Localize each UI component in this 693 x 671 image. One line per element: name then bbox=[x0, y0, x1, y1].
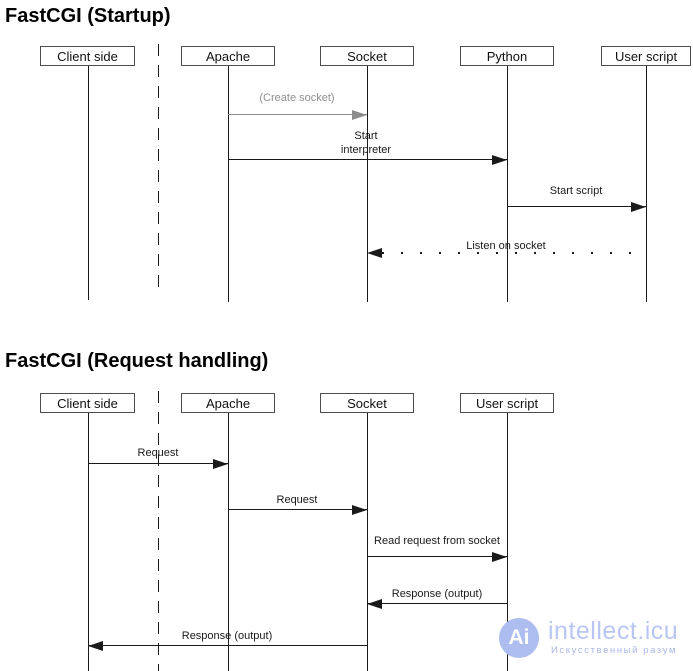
startup-participant-socket: Socket bbox=[320, 46, 414, 66]
startup-message-listen-on-socket-label: Listen on socket bbox=[466, 240, 546, 252]
request-participant-socket: Socket bbox=[320, 393, 414, 413]
startup-lifeline-client-side bbox=[88, 66, 89, 300]
arrowhead-right-icon bbox=[352, 505, 367, 515]
participant-label: Apache bbox=[205, 48, 251, 64]
watermark-tagline: Искусственный разум bbox=[551, 645, 678, 656]
arrowhead-right-icon bbox=[492, 155, 507, 165]
arrowhead-right-icon bbox=[352, 110, 367, 120]
startup-lifeline-user-script bbox=[646, 66, 647, 302]
startup-participant-python: Python bbox=[460, 46, 554, 66]
watermark-site-name: intellect.icu bbox=[548, 617, 679, 645]
startup-participant-user-script: User script bbox=[601, 46, 691, 66]
participant-label: Socket bbox=[347, 48, 387, 64]
arrowhead-right-icon bbox=[213, 459, 228, 469]
participant-label: User script bbox=[614, 48, 678, 64]
startup-message-start-script-line bbox=[507, 206, 646, 207]
request-message-read-request-line bbox=[367, 556, 507, 557]
request-message-request2-line bbox=[228, 509, 367, 510]
startup-lifeline-apache bbox=[228, 66, 229, 302]
startup-message-create-socket-line bbox=[228, 114, 367, 115]
request-message-response1-line bbox=[367, 603, 507, 604]
startup-message-start-interpreter-line bbox=[228, 159, 507, 160]
startup-message-start-script-label: Start script bbox=[549, 185, 603, 197]
request-participant-client-side: Client side bbox=[40, 393, 135, 413]
arrowhead-right-icon bbox=[492, 552, 507, 562]
startup-lifeline-socket bbox=[367, 66, 368, 302]
startup-message-listen-on-socket-line bbox=[382, 252, 642, 254]
startup-diagram-title: FastCGI (Startup) bbox=[5, 5, 171, 27]
request-message-response1-label: Response (output) bbox=[391, 588, 483, 600]
startup-participant-client-side: Client side bbox=[40, 46, 135, 66]
participant-label: Apache bbox=[205, 395, 251, 411]
arrowhead-left-icon bbox=[367, 248, 382, 258]
startup-message-create-socket-label: (Create socket) bbox=[259, 92, 335, 104]
participant-label: Python bbox=[486, 48, 528, 64]
startup-message-start-interpreter-label: Start interpreter bbox=[340, 130, 392, 156]
request-handling-diagram-title: FastCGI (Request handling) bbox=[5, 350, 269, 372]
request-lifeline-user-script bbox=[507, 413, 508, 671]
arrowhead-left-icon bbox=[367, 599, 382, 609]
request-lifeline-apache bbox=[228, 413, 229, 671]
request-lifeline-socket bbox=[367, 413, 368, 671]
request-boundary-dashed-line bbox=[158, 391, 159, 671]
request-message-request2-label: Request bbox=[276, 494, 318, 506]
participant-label: User script bbox=[475, 395, 539, 411]
intellect-icu-logo-icon: Ai bbox=[499, 618, 539, 658]
startup-lifeline-python bbox=[507, 66, 508, 302]
request-message-request1-line bbox=[88, 463, 228, 464]
request-message-request1-label: Request bbox=[137, 447, 179, 459]
request-message-response2-label: Response (output) bbox=[181, 630, 273, 642]
arrowhead-left-icon bbox=[88, 641, 103, 651]
request-participant-user-script: User script bbox=[460, 393, 554, 413]
request-message-read-request-label: Read request from socket bbox=[374, 535, 500, 547]
participant-label: Client side bbox=[57, 48, 118, 64]
logo-letters: Ai bbox=[508, 626, 530, 649]
request-lifeline-client-side bbox=[88, 413, 89, 671]
arrowhead-right-icon bbox=[631, 202, 646, 212]
request-participant-apache: Apache bbox=[181, 393, 275, 413]
participant-label: Client side bbox=[57, 395, 118, 411]
startup-boundary-dashed-line bbox=[158, 44, 159, 287]
request-message-response2-line bbox=[88, 645, 367, 646]
startup-participant-apache: Apache bbox=[181, 46, 275, 66]
participant-label: Socket bbox=[347, 395, 387, 411]
